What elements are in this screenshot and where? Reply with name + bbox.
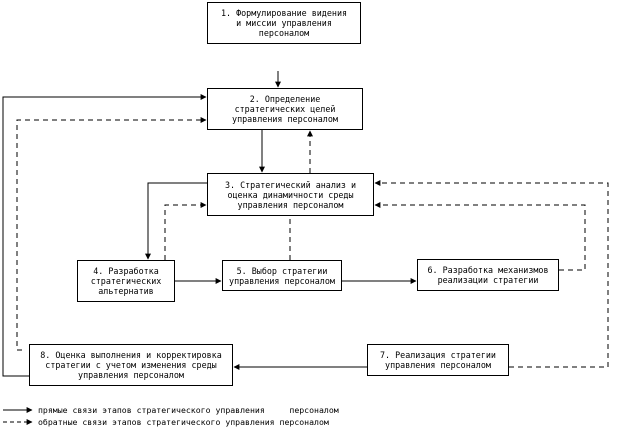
- legend-direct-label: прямые связи этапов стратегического упра…: [38, 405, 339, 415]
- step-8-box: 8. Оценка выполнения и корректировка стр…: [29, 344, 233, 386]
- step-1-box: 1. Формулирование видения и миссии управ…: [207, 2, 361, 44]
- feedback-b7-b3: [374, 180, 609, 368]
- feedback-b6-b3: [374, 202, 586, 271]
- feedback-b4-b3: [164, 202, 207, 260]
- step-4-box: 4. Разработка стратегических альтернатив: [77, 260, 175, 302]
- arrow-b3-b4: [145, 182, 207, 260]
- feedback-b8-b2: [16, 117, 207, 351]
- legend-feedback-label: обратные связи этапов стратегического уп…: [38, 417, 329, 427]
- step-2-box: 2. Определение стратегических целей упра…: [207, 88, 363, 130]
- step-6-box: 6. Разработка механизмов реализации стра…: [417, 259, 559, 291]
- arrow-b8-b2: [2, 94, 207, 377]
- step-3-box: 3. Стратегический анализ и оценка динами…: [207, 173, 374, 216]
- step-5-box: 5. Выбор стратегии управления персоналом: [222, 260, 342, 291]
- step-7-box: 7. Реализация стратегии управления персо…: [367, 344, 509, 376]
